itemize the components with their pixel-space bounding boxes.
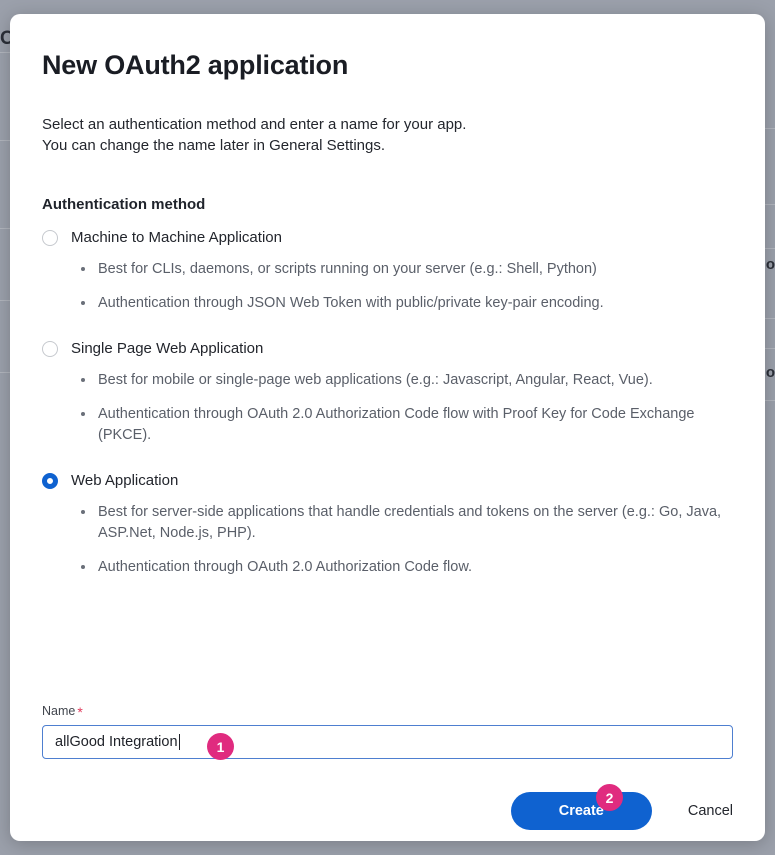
dialog-footer-actions: Create Cancel	[510, 792, 733, 830]
name-field-group: Name* allGood Integration	[42, 704, 733, 759]
name-input[interactable]: allGood Integration	[42, 725, 733, 759]
bullet-item: Authentication through OAuth 2.0 Authori…	[79, 404, 733, 446]
auth-option-web-application[interactable]: Web Application Best for server-side app…	[42, 472, 733, 578]
dialog-body: New OAuth2 application Select an authent…	[10, 14, 765, 578]
dialog-description-line-2: You can change the name later in General…	[42, 137, 386, 154]
authentication-method-heading: Authentication method	[42, 196, 206, 213]
name-input-value: allGood Integration	[55, 734, 178, 750]
background-rule	[0, 300, 11, 301]
auth-option-single-page-web[interactable]: Single Page Web Application Best for mob…	[42, 340, 733, 446]
name-input-wrapper: allGood Integration	[42, 725, 733, 759]
radio-single-page-web[interactable]	[42, 340, 58, 357]
auth-option-bullets: Best for mobile or single-page web appli…	[42, 370, 733, 446]
auth-option-header[interactable]: Machine to Machine Application	[42, 229, 733, 246]
name-label-text: Name	[42, 704, 76, 718]
background-text-glyph: o	[765, 364, 775, 381]
bullet-item: Best for mobile or single-page web appli…	[79, 370, 733, 391]
auth-option-header[interactable]: Single Page Web Application	[42, 340, 733, 357]
auth-option-bullets: Best for CLIs, daemons, or scripts runni…	[42, 259, 733, 314]
auth-option-header[interactable]: Web Application	[42, 472, 733, 489]
text-caret	[178, 734, 180, 750]
radio-machine-to-machine[interactable]	[42, 229, 58, 246]
cancel-button[interactable]: Cancel	[687, 803, 733, 819]
background-rule	[757, 128, 775, 129]
auth-option-label: Machine to Machine Application	[71, 229, 282, 246]
auth-option-label: Single Page Web Application	[71, 340, 264, 357]
background-rule	[0, 228, 11, 229]
background-rule	[757, 318, 775, 319]
name-field-label: Name*	[42, 704, 733, 720]
dialog-description-line-1: Select an authentication method and ente…	[42, 116, 467, 133]
create-button[interactable]: Create	[510, 792, 652, 830]
bullet-item: Authentication through OAuth 2.0 Authori…	[79, 557, 733, 578]
annotation-badge-1: 1	[207, 733, 234, 760]
background-rule	[0, 372, 11, 373]
background-text-glyph: O	[0, 28, 11, 49]
background-rule	[757, 400, 775, 401]
dialog-title: New OAuth2 application	[42, 50, 349, 80]
auth-option-machine-to-machine[interactable]: Machine to Machine Application Best for …	[42, 229, 733, 314]
background-rule	[0, 140, 11, 141]
background-rule	[757, 204, 775, 205]
bullet-item: Authentication through JSON Web Token wi…	[79, 293, 733, 314]
required-asterisk: *	[77, 704, 83, 720]
radio-web-application[interactable]	[42, 472, 58, 489]
auth-option-bullets: Best for server-side applications that h…	[42, 502, 733, 578]
bullet-item: Best for CLIs, daemons, or scripts runni…	[79, 259, 733, 280]
new-oauth2-application-dialog: New OAuth2 application Select an authent…	[10, 14, 765, 841]
background-rule	[0, 52, 11, 53]
bullet-item: Best for server-side applications that h…	[79, 502, 733, 544]
background-text-glyph: o	[765, 256, 775, 273]
auth-option-label: Web Application	[71, 472, 179, 489]
annotation-badge-2: 2	[596, 784, 623, 811]
background-rule	[757, 248, 775, 249]
background-rule	[757, 348, 775, 349]
